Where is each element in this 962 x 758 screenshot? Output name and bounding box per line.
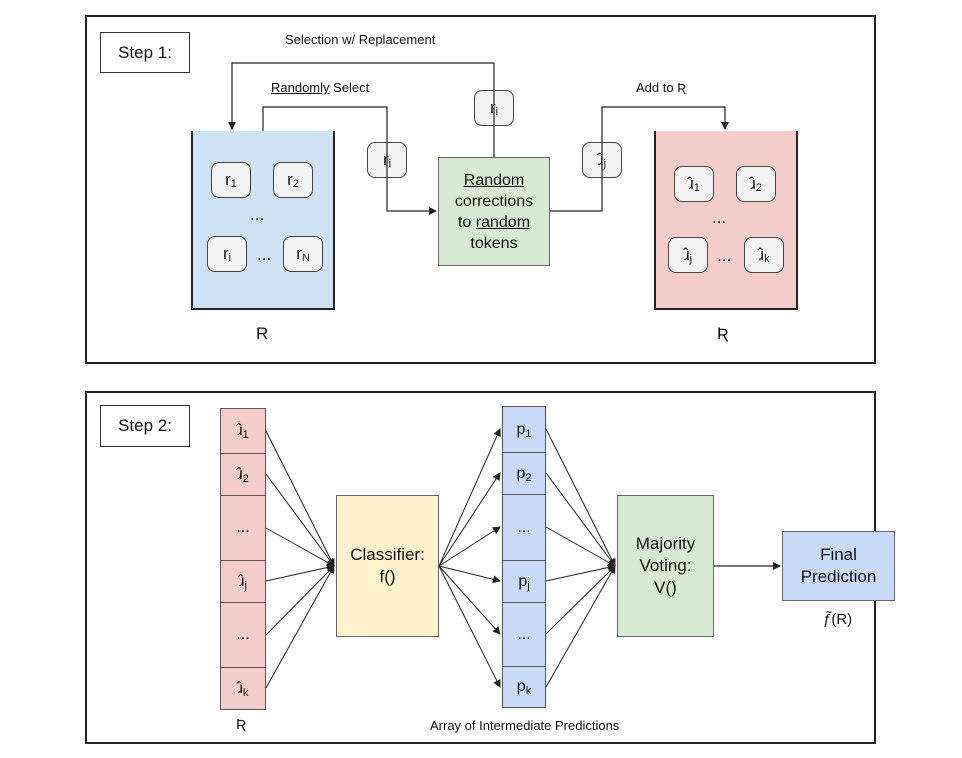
result-item-k: ɹ̂k <box>744 237 784 273</box>
prediction-cell-ellipsis-1: ... <box>502 494 546 561</box>
result-item-2: ɹ̂2 <box>736 166 776 202</box>
input-cell-k: ɹ̂k <box>220 667 266 710</box>
classifier-to-prediction-line-5 <box>438 565 501 635</box>
input-to-classifier-line-6 <box>265 565 335 689</box>
prediction-to-voting-line-3 <box>545 526 616 567</box>
random-corrections-line2: corrections <box>454 192 534 210</box>
random-corrections-title: Random <box>463 171 525 189</box>
classifier-to-prediction-line-1 <box>438 428 501 567</box>
classifier-title: Classifier: <box>350 545 425 564</box>
random-corrections-line4: tokens <box>470 234 518 252</box>
classifier-to-prediction-line-6 <box>438 565 501 688</box>
final-prediction-box: Final Prediction <box>782 531 895 601</box>
random-corrections-underlined: random <box>475 213 531 231</box>
randomly-select-caption: Randomly Select <box>271 80 370 95</box>
prediction-to-voting-line-4 <box>545 563 616 582</box>
result-item-j: ɹ̂j <box>668 237 708 273</box>
input-to-classifier-line-3 <box>265 527 335 567</box>
source-set-caption: R <box>256 324 269 343</box>
source-ellipsis-row: ... <box>257 245 272 264</box>
step2-label: Step 2: <box>100 405 190 447</box>
result-item-1: ɹ̂1 <box>674 166 714 202</box>
source-ellipsis-middle: ... <box>250 205 265 224</box>
prediction-to-voting-line-2 <box>545 472 616 567</box>
input-to-classifier-line-4 <box>265 563 335 582</box>
selection-replacement-caption: Selection w/ Replacement <box>285 32 436 47</box>
source-set-bucket <box>191 131 335 310</box>
input-cell-1: ɹ̂1 <box>220 408 266 454</box>
majority-voting-box: Majority Voting: V() <box>617 495 714 637</box>
voting-title-2: Voting: <box>639 556 692 575</box>
result-ellipsis-middle: ... <box>712 208 727 227</box>
result-set-caption: Ʀ <box>717 324 729 343</box>
random-corrections-prefix: to <box>457 213 476 231</box>
voting-func: V() <box>654 578 677 597</box>
classifier-to-prediction-line-4 <box>438 565 501 584</box>
add-to-caption: Add to Ʀ <box>636 80 686 95</box>
result-ellipsis-row: ... <box>717 246 732 265</box>
random-corrections-box: Random corrections to random tokens <box>438 157 550 266</box>
prediction-to-voting-line-1 <box>545 428 616 567</box>
input-to-classifier-line-1 <box>265 430 335 567</box>
classifier-to-prediction-line-3 <box>438 526 501 567</box>
classifier-func: f() <box>379 567 396 586</box>
final-title-1: Final <box>820 545 857 564</box>
input-cell-ellipsis-1: ... <box>220 495 266 561</box>
input-to-classifier-line-2 <box>265 473 335 567</box>
random-select-arrow <box>262 106 437 215</box>
input-column-caption: Ʀ <box>236 716 247 733</box>
classifier-box: Classifier: f() <box>336 495 439 637</box>
final-prediction-caption: ƒ̃(R) <box>823 611 853 628</box>
predictions-caption: Array of Intermediate Predictions <box>430 718 620 733</box>
input-to-classifier-line-5 <box>265 565 335 636</box>
classifier-to-prediction-line-2 <box>438 472 501 567</box>
voting-title-1: Majority <box>635 534 696 553</box>
step1-label: Step 1: <box>100 32 190 73</box>
prediction-cell-ellipsis-2: ... <box>502 602 546 667</box>
final-title-2: Prediction <box>800 567 877 586</box>
prediction-to-voting-line-6 <box>545 565 616 688</box>
add-to-set-arrow <box>550 106 729 212</box>
replacement-loop-arrow <box>228 62 495 157</box>
input-cell-2: ɹ̂2 <box>220 453 266 496</box>
step2-panel <box>85 391 876 744</box>
result-set-bucket <box>654 131 798 310</box>
prediction-to-voting-line-5 <box>545 565 616 635</box>
input-cell-ellipsis-2: ... <box>220 602 266 668</box>
